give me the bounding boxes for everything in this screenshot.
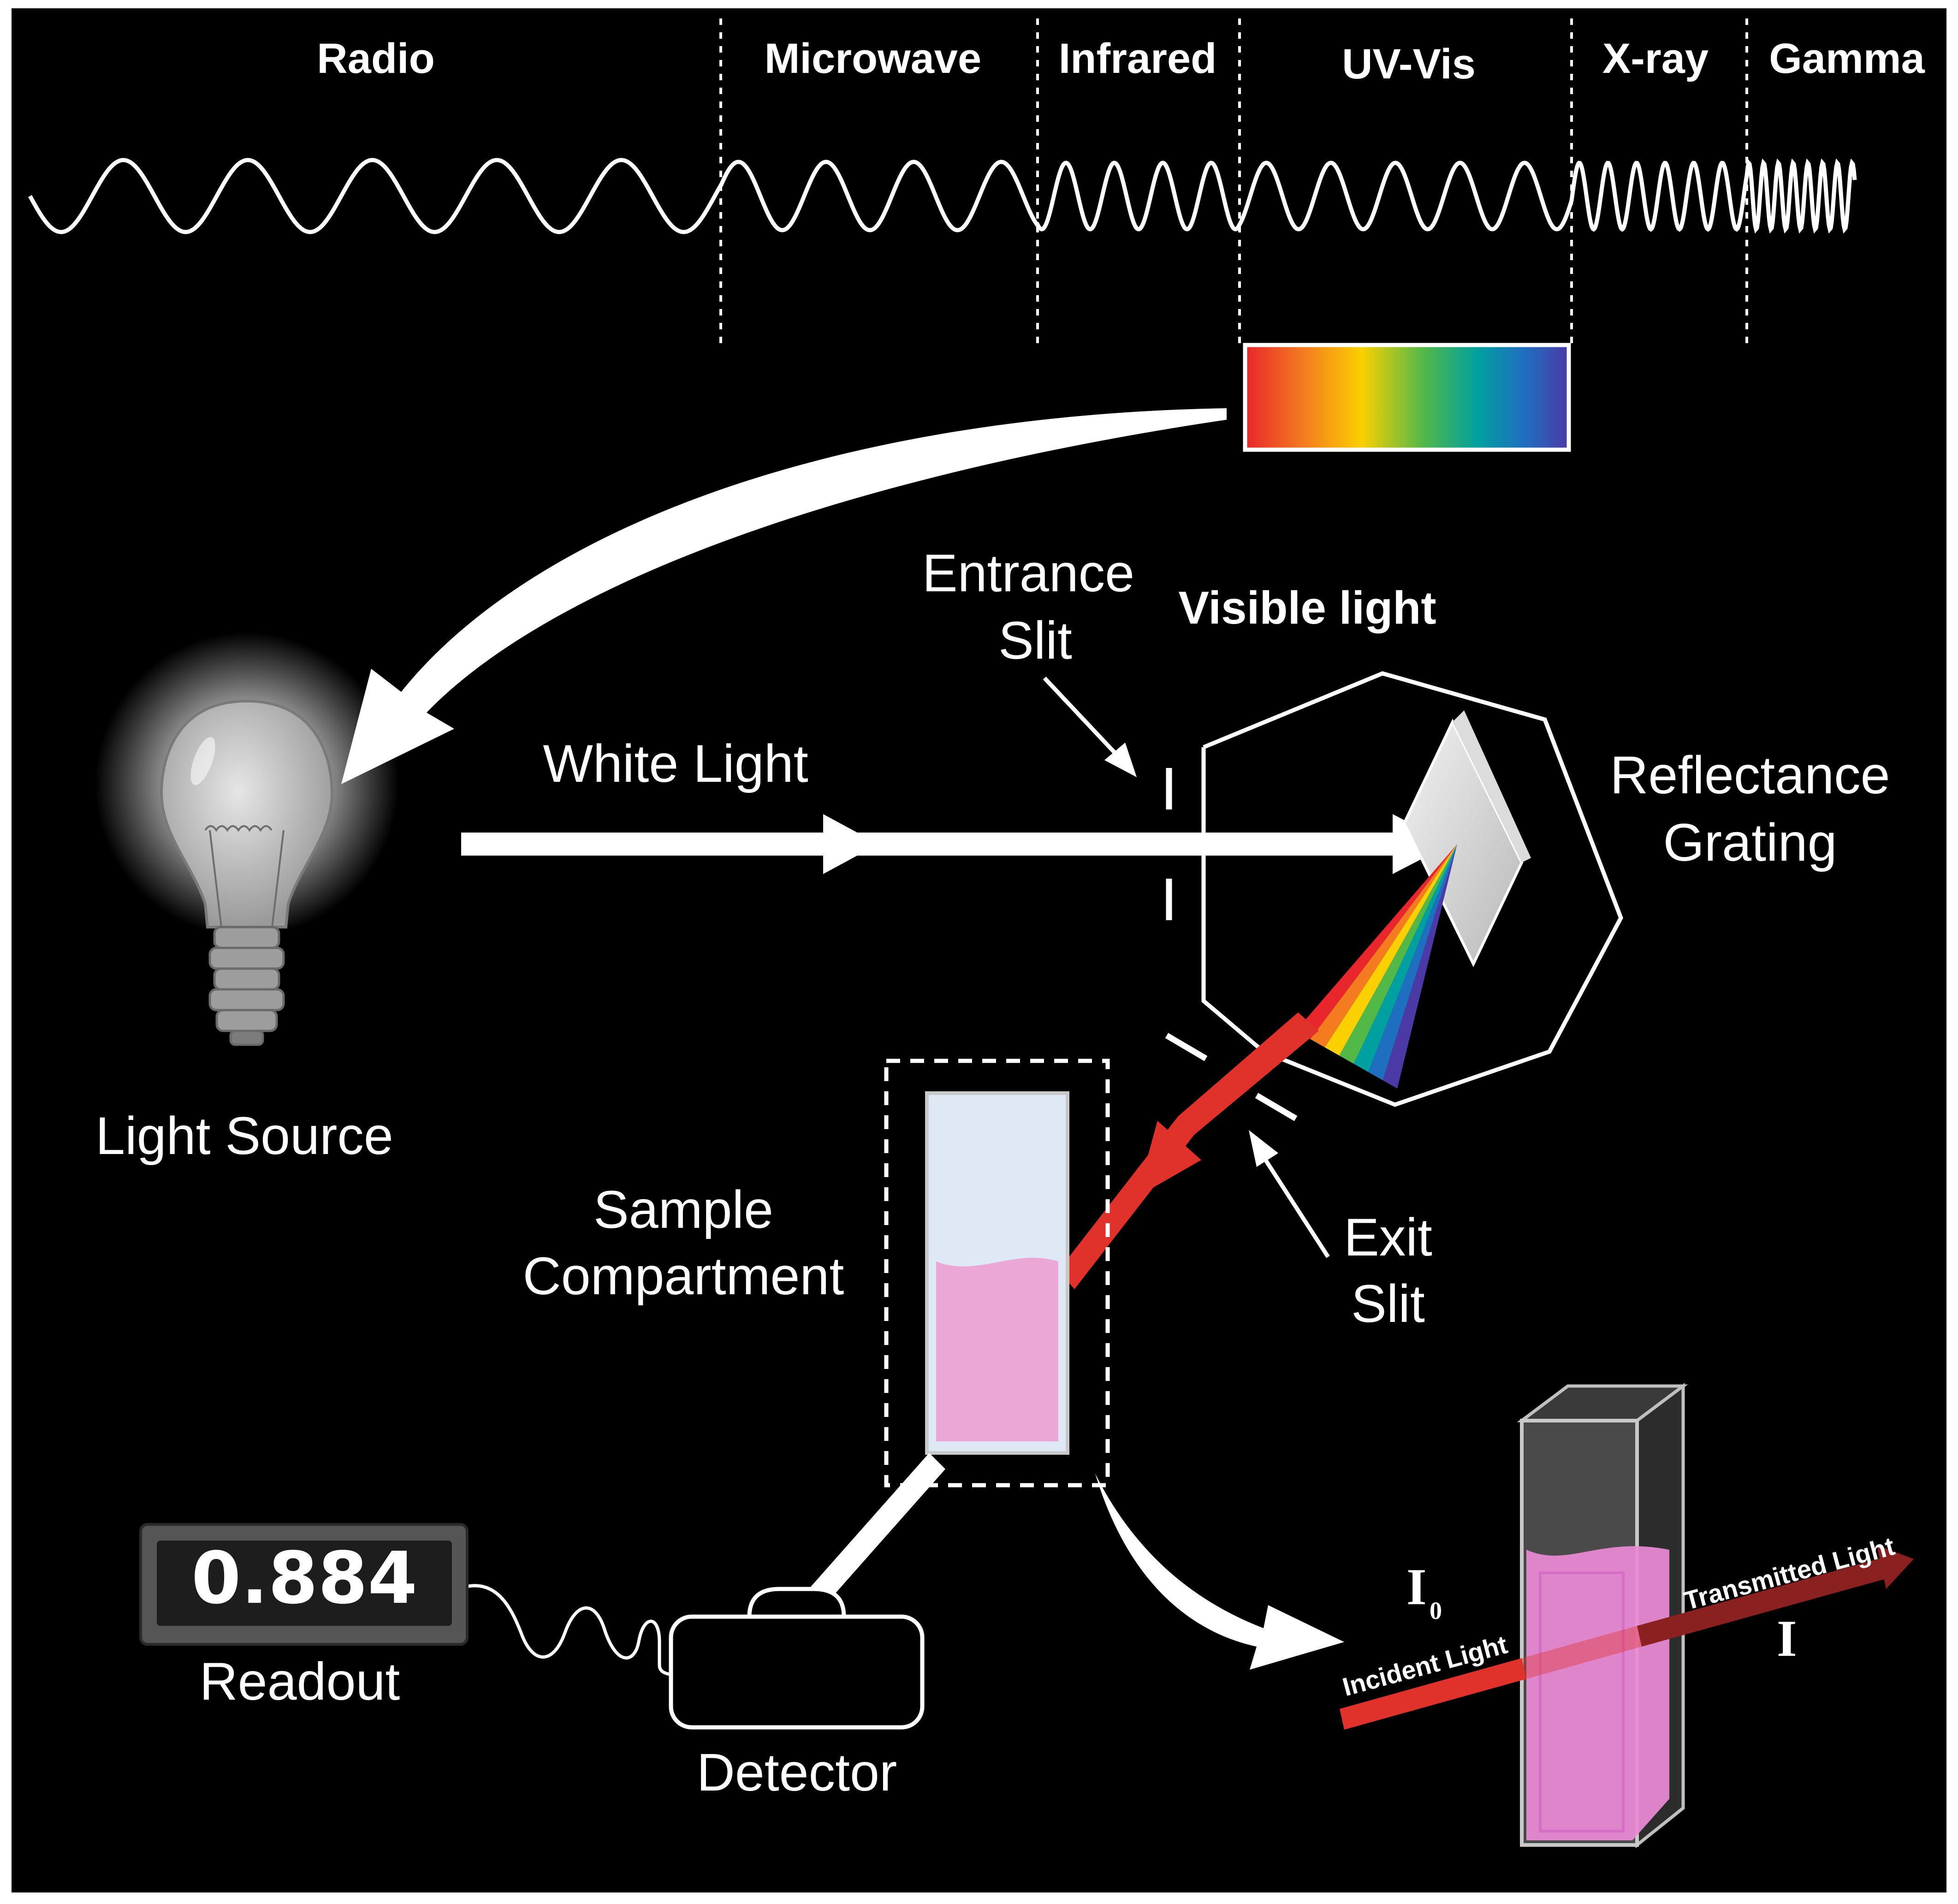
white-beam-line — [461, 833, 1409, 856]
fan-band-7 — [1382, 844, 1457, 1089]
sample-detector-connector — [805, 1453, 945, 1610]
bulb-base — [208, 926, 285, 1046]
cuvette-3d-inner-edge — [1539, 1571, 1625, 1833]
readout-display: 0.884 — [139, 1523, 469, 1646]
sample-label-line2: Compartment — [523, 1247, 844, 1306]
visible-spectrum-bar — [1243, 343, 1571, 452]
transmitted-beam-arrowhead — [1877, 1545, 1914, 1589]
band-label-infrared: Infrared — [1059, 35, 1217, 82]
reflectance-grating — [1402, 710, 1531, 967]
bulb-highlight — [190, 737, 215, 785]
cuvette-3d-liquid — [1526, 1546, 1669, 1840]
cuvette-3d — [1517, 1383, 1688, 1849]
em-wave — [28, 158, 1857, 234]
curved-arrow-to-source — [341, 408, 1227, 784]
incident-beam — [1340, 1658, 1526, 1730]
white-light-label: White Light — [543, 734, 808, 793]
fan-band-1 — [1296, 844, 1457, 1039]
i-symbol: I — [1777, 1610, 1797, 1667]
bulb-filament — [204, 825, 285, 928]
dispersed-light-fan — [1296, 844, 1457, 1089]
sample-label-line1: Sample — [593, 1180, 773, 1239]
fan-band-3 — [1324, 844, 1457, 1056]
readout-value: 0.884 — [191, 1536, 417, 1620]
exit-slit-label-line1: Exit — [1344, 1208, 1432, 1267]
band-label-gamma: Gamma — [1769, 35, 1925, 82]
readout-screen — [157, 1541, 452, 1626]
fan-band-4 — [1339, 844, 1457, 1064]
white-beam-mid-arrow — [823, 814, 878, 874]
fan-band-5 — [1353, 844, 1457, 1072]
i0-subscript: 0 — [1430, 1597, 1442, 1624]
zoom-curved-arrow — [1095, 1474, 1344, 1670]
entrance-slit-label-line2: Slit — [998, 611, 1072, 670]
monochromator-housing — [1201, 671, 1623, 1107]
entrance-slit-label-line1: Entrance — [922, 544, 1134, 603]
i0-symbol: I — [1406, 1559, 1427, 1616]
exit-slit — [1165, 1033, 1298, 1121]
exit-slit-pointer — [1249, 1130, 1330, 1258]
detector — [669, 1587, 925, 1730]
sample-compartment-box — [884, 1059, 1110, 1488]
detector-label: Detector — [697, 1743, 897, 1802]
band-label-radio: Radio — [317, 35, 435, 82]
cuvette-top-view — [925, 1091, 1069, 1455]
red-beam-arrowhead — [1137, 1121, 1201, 1197]
detector-top — [747, 1587, 846, 1619]
source-arrow — [341, 408, 1227, 784]
light-bulb — [95, 632, 399, 1046]
detector-body — [669, 1614, 925, 1730]
readout-label: Readout — [200, 1652, 400, 1711]
transmitted-beam — [1637, 1557, 1891, 1647]
band-label-xray: X-ray — [1602, 35, 1709, 82]
exit-slit-label-line2: Slit — [1351, 1274, 1425, 1333]
grating-edge — [1453, 710, 1531, 863]
cuvette-sample-liquid — [936, 1257, 1058, 1441]
em-spectrum: Radio Microwave Infrared UV-Vis X-ray Ga… — [28, 18, 1925, 452]
light-source-label: Light Source — [95, 1107, 393, 1166]
readout-cable — [465, 1584, 673, 1676]
grating-label-line1: Reflectance — [1610, 746, 1890, 805]
entrance-slit-pointer — [1043, 676, 1137, 777]
beam-through-sample — [1522, 1626, 1642, 1679]
grating-label-line2: Grating — [1663, 813, 1837, 872]
red-beam — [1058, 1012, 1319, 1289]
red-beam-upper-segment — [1178, 1012, 1319, 1135]
fan-band-6 — [1368, 844, 1457, 1081]
grating-face — [1402, 719, 1524, 967]
band-label-uvvis: UV-Vis — [1342, 41, 1476, 88]
visible-light-label: Visible light — [1178, 582, 1436, 634]
band-label-microwave: Microwave — [765, 35, 981, 82]
fan-band-2 — [1310, 844, 1457, 1047]
